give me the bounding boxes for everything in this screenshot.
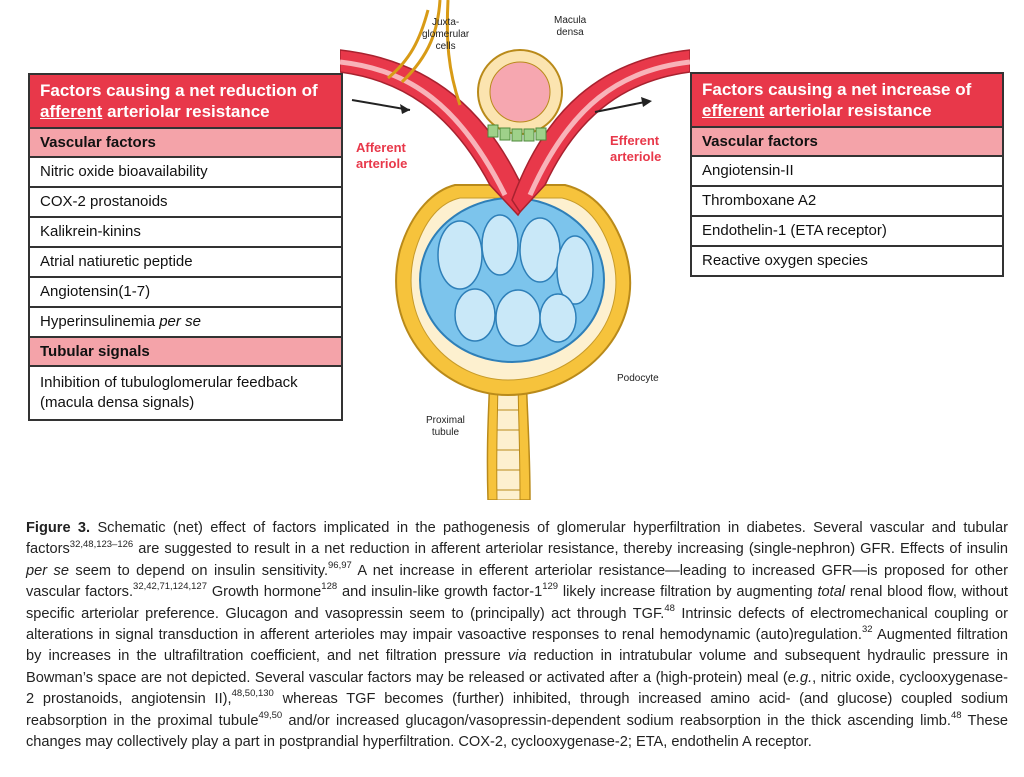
label-line: Macula bbox=[554, 15, 587, 26]
figure: Factors causing a net reduction of affer… bbox=[28, 0, 1004, 501]
label-line: arteriole bbox=[610, 149, 662, 164]
label-line: cells bbox=[435, 41, 456, 52]
caption-text: , nitric oxide, cyclooxygenase-2 prostan… bbox=[26, 669, 1009, 708]
title-text-end: arteriolar resistance bbox=[102, 102, 270, 121]
glomerulus-illustration bbox=[339, 0, 691, 501]
tubular-signals-header: Tubular signals bbox=[30, 338, 341, 367]
label-line: glomerular bbox=[422, 29, 470, 40]
title-underlined-word: afferent bbox=[40, 102, 103, 121]
caption-text: seem to depend on insulin sensitivity. bbox=[68, 562, 328, 579]
caption-text: likely increase filtration by augmenting bbox=[558, 584, 818, 601]
reference: 48,50,130 bbox=[231, 688, 274, 700]
caption-text: Augmented filtration by increases in the… bbox=[26, 627, 1008, 665]
efferent-flow-arrow bbox=[594, 101, 646, 113]
reference: 96,97 bbox=[328, 559, 352, 571]
table-row: Angiotensin(1-7) bbox=[30, 278, 341, 308]
table-row: COX-2 prostanoids bbox=[30, 188, 341, 218]
title-text-end: arteriolar resistance bbox=[764, 101, 932, 120]
reference: 128 bbox=[321, 581, 338, 593]
capillary-loops bbox=[437, 214, 594, 347]
caption-text: These changes may collectively play a pa… bbox=[26, 712, 1008, 751]
row-text-line1: Inhibition of tubuloglomerular feedback bbox=[40, 374, 298, 391]
caption-text: Intrinsic defects of electromechanical c… bbox=[26, 605, 1008, 644]
caption-text: Schematic (net) effect of factors implic… bbox=[26, 520, 1008, 558]
label-line: Afferent bbox=[356, 140, 406, 155]
reference: 32 bbox=[861, 624, 873, 636]
reference: 32,42,71,124,127 bbox=[133, 581, 207, 593]
caption-text: reduction in intratubular volume and sub… bbox=[26, 648, 1008, 686]
row-text: Hyperinsulinemia bbox=[40, 313, 160, 330]
label-line: Juxta- bbox=[432, 17, 460, 28]
reference: 129 bbox=[542, 581, 559, 593]
juxtaglomerular-cells-label: Juxta- glomerular cells bbox=[422, 17, 469, 53]
table-row-hyperinsulinemia: Hyperinsulinemia per se bbox=[30, 308, 341, 338]
caption-italic: per se bbox=[26, 562, 69, 579]
table-row: Thromboxane A2 bbox=[692, 187, 1002, 217]
vascular-factors-header: Vascular factors bbox=[692, 128, 1002, 157]
afferent-arteriole-label: Afferent arteriole bbox=[356, 140, 407, 172]
afferent-lumen bbox=[339, 59, 508, 197]
efferent-lumen bbox=[527, 59, 691, 197]
table-row: Nitric oxide bioavailability bbox=[30, 158, 341, 188]
efferent-factors-table: Factors causing a net increase of effere… bbox=[690, 72, 1004, 277]
efferent-arteriole-label: Efferent arteriole bbox=[610, 133, 661, 165]
label-line: densa bbox=[556, 27, 584, 38]
proximal-tubule-label: Proximal tubule bbox=[426, 415, 465, 439]
table-row: Reactive oxygen species bbox=[702, 252, 868, 269]
table-row: Angiotensin-II bbox=[692, 157, 1002, 187]
macula-densa-label: Macula densa bbox=[554, 15, 586, 39]
arrow-head-icon bbox=[400, 104, 410, 114]
title-underlined-word: efferent bbox=[702, 101, 765, 120]
podocyte-label: Podocyte bbox=[617, 373, 659, 384]
row-text-line2: (macula densa signals) bbox=[40, 394, 195, 411]
caption-text: and insulin-like growth factor-1 bbox=[337, 584, 543, 601]
macula-densa-cells bbox=[487, 124, 547, 142]
afferent-factors-table: Factors causing a net reduction of affer… bbox=[28, 73, 343, 421]
figure-label: Figure 3. bbox=[26, 520, 91, 536]
title-text: Factors causing a net reduction of bbox=[40, 81, 318, 100]
table-row: Atrial natiuretic peptide bbox=[30, 248, 341, 278]
caption-text: A net increase in efferent arteriolar re… bbox=[26, 562, 1008, 601]
row-italic-text: per se bbox=[159, 313, 201, 330]
figure-caption: Figure 3. Schematic (net) effect of fact… bbox=[26, 518, 1008, 753]
reference: 48 bbox=[664, 602, 675, 614]
glomerulus-diagram: Juxta- glomerular cells Macula densa Aff… bbox=[339, 0, 691, 501]
arrow-head-icon bbox=[641, 97, 652, 107]
label-line: Efferent bbox=[610, 133, 660, 148]
table-row-tubular: Inhibition of tubuloglomerular feedback … bbox=[30, 367, 341, 419]
vascular-factors-header: Vascular factors bbox=[30, 129, 341, 158]
juxtaglomerular-fibers bbox=[387, 0, 462, 106]
caption-italic: via bbox=[507, 648, 527, 665]
title-text: Factors causing a net increase of bbox=[702, 80, 972, 99]
caption-text: are suggested to result in a net reducti… bbox=[133, 541, 1008, 558]
table-row: Endothelin-1 (ETA receptor) bbox=[692, 217, 1002, 247]
afferent-table-title: Factors causing a net reduction of affer… bbox=[30, 75, 341, 129]
caption-italic: total bbox=[817, 584, 846, 601]
label-line: Proximal bbox=[426, 415, 465, 426]
label-line: tubule bbox=[431, 427, 460, 438]
caption-text: whereas TGF becomes (further) inhibited,… bbox=[26, 691, 1008, 729]
caption-italic: e.g. bbox=[787, 669, 813, 686]
caption-text: Growth hormone bbox=[207, 584, 322, 601]
efferent-table-title: Factors causing a net increase of effere… bbox=[692, 74, 1002, 128]
reference: 48 bbox=[950, 709, 962, 721]
caption-text: renal blood flow, without specific arter… bbox=[26, 584, 1008, 622]
table-row: Kalikrein-kinins bbox=[30, 218, 341, 248]
caption-text: and/or increased glucagon/vasopressin-de… bbox=[282, 712, 951, 729]
macula-densa-lumen bbox=[489, 61, 551, 123]
reference: 32,48,123–126 bbox=[69, 538, 134, 550]
reference: 49,50 bbox=[258, 709, 283, 721]
label-line: arteriole bbox=[356, 156, 408, 171]
